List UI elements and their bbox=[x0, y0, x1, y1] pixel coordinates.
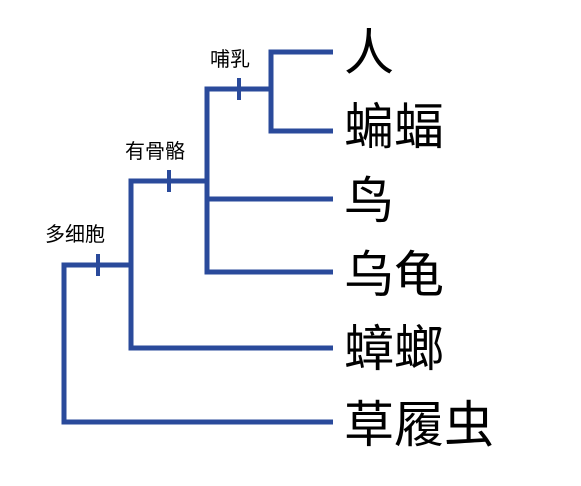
taxon-label-human: 人 bbox=[344, 24, 394, 82]
taxon-label-turtle: 乌龟 bbox=[344, 246, 444, 304]
trait-label-vertebrate: 有骨骼 bbox=[125, 139, 185, 163]
trait-labels: 多细胞 有骨骼 哺乳 bbox=[45, 47, 250, 246]
trait-ticks bbox=[96, 78, 241, 276]
branch-mammal bbox=[268, 49, 333, 134]
taxon-label-paramecium: 草履虫 bbox=[344, 396, 494, 454]
taxon-label-cockroach: 蟑螂 bbox=[344, 320, 444, 378]
taxon-label-bird: 鸟 bbox=[344, 172, 394, 230]
taxon-labels: 人 蝙蝠 鸟 乌龟 蟑螂 草履虫 bbox=[344, 24, 494, 454]
trait-label-mammal: 哺乳 bbox=[210, 47, 250, 71]
branch-multicellular bbox=[128, 178, 333, 351]
trait-label-multicellular: 多细胞 bbox=[45, 222, 105, 246]
taxon-label-bat: 蝙蝠 bbox=[344, 98, 444, 156]
branch-root bbox=[61, 262, 333, 425]
